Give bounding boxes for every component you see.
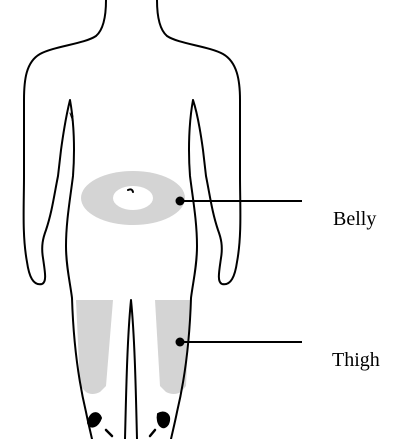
figure-inner-leg-outline — [125, 300, 137, 439]
left-knee-inner-mark — [106, 430, 112, 436]
right-knee-mark — [158, 412, 169, 427]
thigh-callout — [176, 338, 303, 347]
left-thigh-shaded-region — [76, 300, 113, 394]
left-knee-mark — [88, 413, 101, 426]
navel-clear-zone — [113, 186, 153, 210]
injection-areas — [76, 171, 190, 394]
belly-injection-area — [81, 171, 185, 225]
belly-label: Belly — [333, 209, 376, 229]
thigh-label: Thigh — [332, 350, 380, 370]
right-thigh-shaded-region — [155, 300, 190, 394]
right-knee-inner-mark — [150, 430, 155, 436]
